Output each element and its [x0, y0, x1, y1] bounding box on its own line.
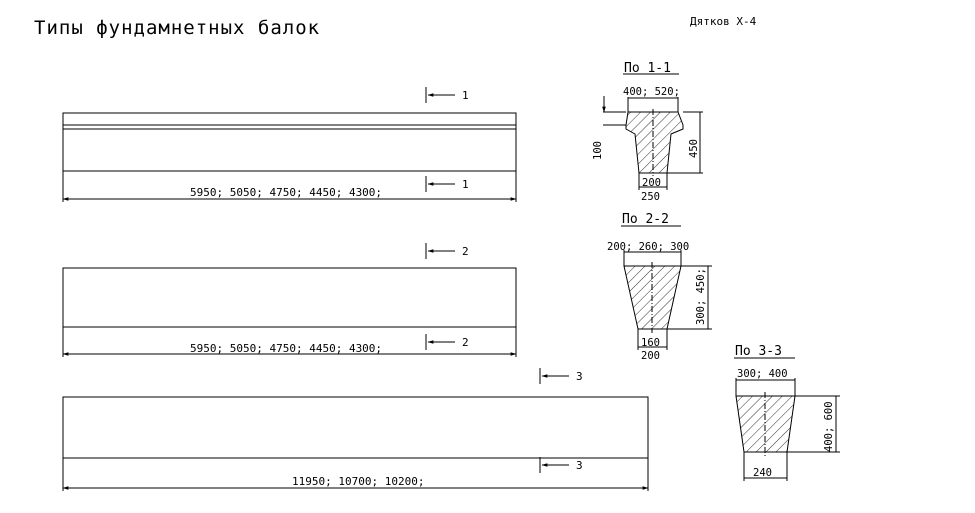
section-3-heading: По 3-3: [735, 344, 782, 359]
cut-1-bottom-label: 1: [462, 178, 469, 191]
section-2-heading: По 2-2: [622, 212, 669, 227]
beam-2: 5950; 5050; 4750; 4450; 4300; 2 2: [62, 243, 517, 357]
section-2-right-dim: 300; 450;: [695, 268, 707, 325]
section-1-bottom-dim-inner: 200: [642, 177, 661, 189]
beam-1-outline: [62, 112, 517, 172]
section-1-left-dim: 100: [592, 141, 604, 160]
beam-3-outline: [62, 396, 649, 459]
section-2-bottom-dim-outer: 200: [641, 350, 660, 362]
beam-2-outline: [62, 267, 517, 328]
section-1-top-dim: 400; 520;: [623, 86, 680, 98]
beam-3: 11950; 10700; 10200; 3 3: [62, 368, 649, 491]
cut-2-bottom-label: 2: [462, 336, 469, 349]
beam-1: 5950; 5050; 4750; 4450; 4300; 1 1: [62, 87, 517, 202]
beam-2-dimension: 5950; 5050; 4750; 4450; 4300;: [190, 342, 382, 355]
section-1-heading: По 1-1: [624, 61, 671, 76]
section-3-right-dim: 400; 600: [823, 401, 835, 452]
section-2-2: По 2-2 200; 260; 300 300; 450; 160 200: [607, 212, 712, 362]
section-1-bottom-dim-outer: 250: [641, 191, 660, 203]
section-3-top-dim: 300; 400: [737, 368, 788, 380]
cut-1-top-label: 1: [462, 89, 469, 102]
section-2-top-dim: 200; 260; 300: [607, 241, 689, 253]
page-title: Типы фундамнетных балок: [34, 17, 320, 39]
beam-1-dimension: 5950; 5050; 4750; 4450; 4300;: [190, 186, 382, 199]
section-2-bottom-dim-inner: 160: [641, 337, 660, 349]
cut-2-top-label: 2: [462, 245, 469, 258]
cut-3-bottom-label: 3: [576, 459, 583, 472]
section-1-profile: [625, 111, 684, 174]
section-3-bottom-dim-inner: 240: [753, 467, 772, 479]
section-3-3: По 3-3 300; 400 400; 600 240: [734, 344, 840, 481]
section-1-right-dim: 450: [688, 139, 700, 158]
section-1-1: По 1-1 400; 520; 100 450 200 250: [592, 61, 703, 203]
author-label: Дятков Х-4: [690, 15, 757, 28]
beam-3-dimension: 11950; 10700; 10200;: [292, 475, 424, 488]
cut-3-top-label: 3: [576, 370, 583, 383]
